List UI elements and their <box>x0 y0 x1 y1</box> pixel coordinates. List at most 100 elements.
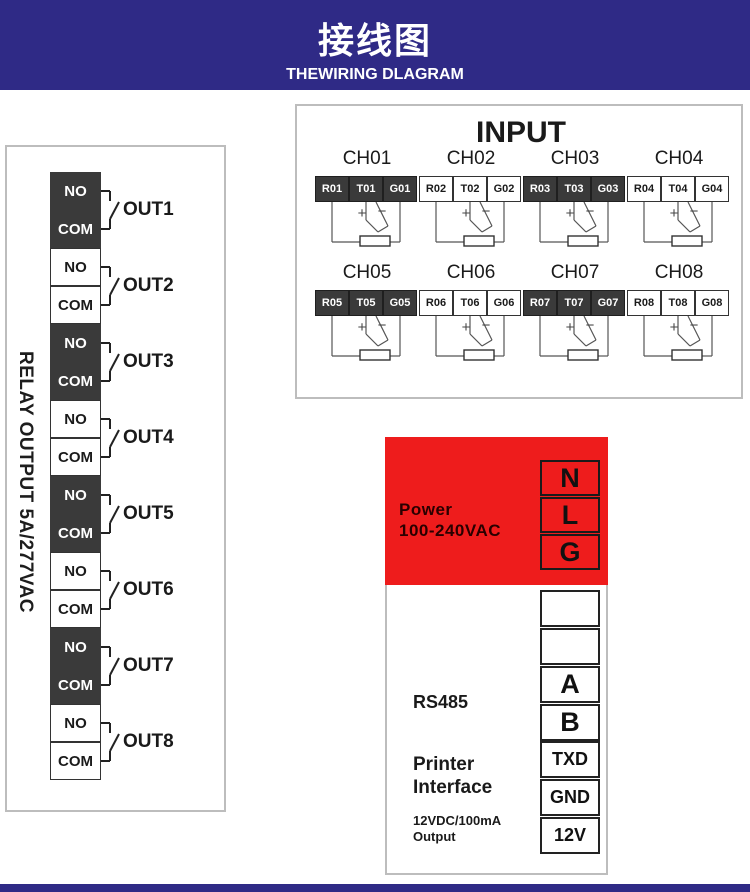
sensor-symbol-4: +− <box>643 201 713 247</box>
comm-terminal-txd: TXD <box>540 741 600 778</box>
relay-contact-symbol-3 <box>101 342 120 382</box>
relay-com-terminal-2: COM <box>50 286 101 324</box>
channel-label-3: CH03 <box>550 148 600 169</box>
channel-label-1: CH01 <box>342 148 392 169</box>
power-terminal-g: G <box>540 534 600 570</box>
relay-contact-symbol-1 <box>101 190 120 230</box>
sensor-symbol-8: +− <box>643 315 713 361</box>
input-terminal-r02: R02 <box>419 176 453 202</box>
relay-no-terminal-2: NO <box>50 248 101 286</box>
page-subtitle: THEWIRING DLAGRAM <box>286 66 464 83</box>
comm-terminal-blank-2 <box>540 628 600 665</box>
relay-contact-symbol-5 <box>101 494 120 534</box>
supply-label-line1: 12VDC/100mA <box>413 813 502 828</box>
relay-com-terminal-6: COM <box>50 590 101 628</box>
minus-sign-7: − <box>586 317 595 334</box>
channel-label-2: CH02 <box>446 148 496 169</box>
relay-contact-symbol-7 <box>101 646 120 686</box>
relay-output-label-6: OUT6 <box>123 579 174 600</box>
supply-output-label: 12VDC/100mA Output <box>413 813 501 845</box>
relay-output-label-4: OUT4 <box>123 427 174 448</box>
plus-sign-1: + <box>358 205 367 222</box>
input-terminal-t05: T05 <box>349 290 383 316</box>
input-terminal-g07: G07 <box>591 290 625 316</box>
power-label-line2: 100-240VAC <box>399 521 502 540</box>
input-terminal-t01: T01 <box>349 176 383 202</box>
relay-contact-symbol-2 <box>101 266 120 306</box>
input-sensor-svg: +−+−+−+−+−+−+−+− <box>331 201 713 361</box>
input-terminal-r03: R03 <box>523 176 557 202</box>
rs485-label: RS485 <box>413 692 469 712</box>
comm-terminal-12v: 12V <box>540 817 600 854</box>
input-terminal-t08: T08 <box>661 290 695 316</box>
relay-com-terminal-4: COM <box>50 438 101 476</box>
input-terminal-g04: G04 <box>695 176 729 202</box>
plus-sign-6: + <box>462 319 471 336</box>
channel-label-6: CH06 <box>446 262 496 283</box>
input-terminal-g08: G08 <box>695 290 729 316</box>
sensor-symbol-7: +− <box>539 315 609 361</box>
input-terminal-g02: G02 <box>487 176 521 202</box>
comm-terminal-blank-1 <box>540 590 600 627</box>
input-terminal-g01: G01 <box>383 176 417 202</box>
input-terminal-r04: R04 <box>627 176 661 202</box>
power-terminal-n: N <box>540 460 600 496</box>
minus-sign-1: − <box>378 203 387 220</box>
minus-sign-3: − <box>586 203 595 220</box>
relay-com-terminal-5: COM <box>50 514 101 552</box>
input-terminal-r08: R08 <box>627 290 661 316</box>
power-label: Power 100-240VAC <box>399 499 501 541</box>
minus-sign-2: − <box>482 203 491 220</box>
relay-no-terminal-7: NO <box>50 628 101 666</box>
relay-wiring-svg <box>101 190 120 762</box>
input-terminal-t03: T03 <box>557 176 591 202</box>
input-terminal-g03: G03 <box>591 176 625 202</box>
input-terminal-t07: T07 <box>557 290 591 316</box>
input-terminal-r06: R06 <box>419 290 453 316</box>
comm-terminal-a: A <box>540 666 600 703</box>
comm-terminal-b: B <box>540 704 600 741</box>
relay-com-terminal-1: COM <box>50 210 101 248</box>
minus-sign-6: − <box>482 317 491 334</box>
plus-sign-7: + <box>566 319 575 336</box>
relay-contact-symbol-6 <box>101 570 120 610</box>
input-terminal-t04: T04 <box>661 176 695 202</box>
relay-no-terminal-6: NO <box>50 552 101 590</box>
channel-label-4: CH04 <box>654 148 704 169</box>
input-terminal-r05: R05 <box>315 290 349 316</box>
channel-label-8: CH08 <box>654 262 704 283</box>
relay-output-label-3: OUT3 <box>123 351 174 372</box>
relay-com-terminal-7: COM <box>50 666 101 704</box>
minus-sign-4: − <box>690 203 699 220</box>
power-label-line1: Power <box>399 500 453 519</box>
sensor-symbol-5: +− <box>331 315 401 361</box>
sensor-symbol-6: +− <box>435 315 505 361</box>
relay-output-label-7: OUT7 <box>123 655 174 676</box>
footer-bar <box>0 884 750 892</box>
input-terminal-r01: R01 <box>315 176 349 202</box>
relay-no-terminal-3: NO <box>50 324 101 362</box>
relay-no-terminal-4: NO <box>50 400 101 438</box>
input-terminal-r07: R07 <box>523 290 557 316</box>
plus-sign-3: + <box>566 205 575 222</box>
channel-label-7: CH07 <box>550 262 600 283</box>
header-banner: 接线图 THEWIRING DLAGRAM <box>0 0 750 90</box>
page-title: 接线图 <box>317 21 432 62</box>
relay-output-label-8: OUT8 <box>123 731 174 752</box>
minus-sign-5: − <box>378 317 387 334</box>
input-terminal-t02: T02 <box>453 176 487 202</box>
plus-sign-2: + <box>462 205 471 222</box>
sensor-symbol-2: +− <box>435 201 505 247</box>
sensor-symbol-1: +− <box>331 201 401 247</box>
printer-label-line1: Printer <box>413 754 475 775</box>
input-terminal-g06: G06 <box>487 290 521 316</box>
relay-com-terminal-8: COM <box>50 742 101 780</box>
plus-sign-8: + <box>670 319 679 336</box>
channel-label-5: CH05 <box>342 262 392 283</box>
relay-no-terminal-1: NO <box>50 172 101 210</box>
comm-terminal-gnd: GND <box>540 779 600 816</box>
plus-sign-5: + <box>358 319 367 336</box>
plus-sign-4: + <box>670 205 679 222</box>
